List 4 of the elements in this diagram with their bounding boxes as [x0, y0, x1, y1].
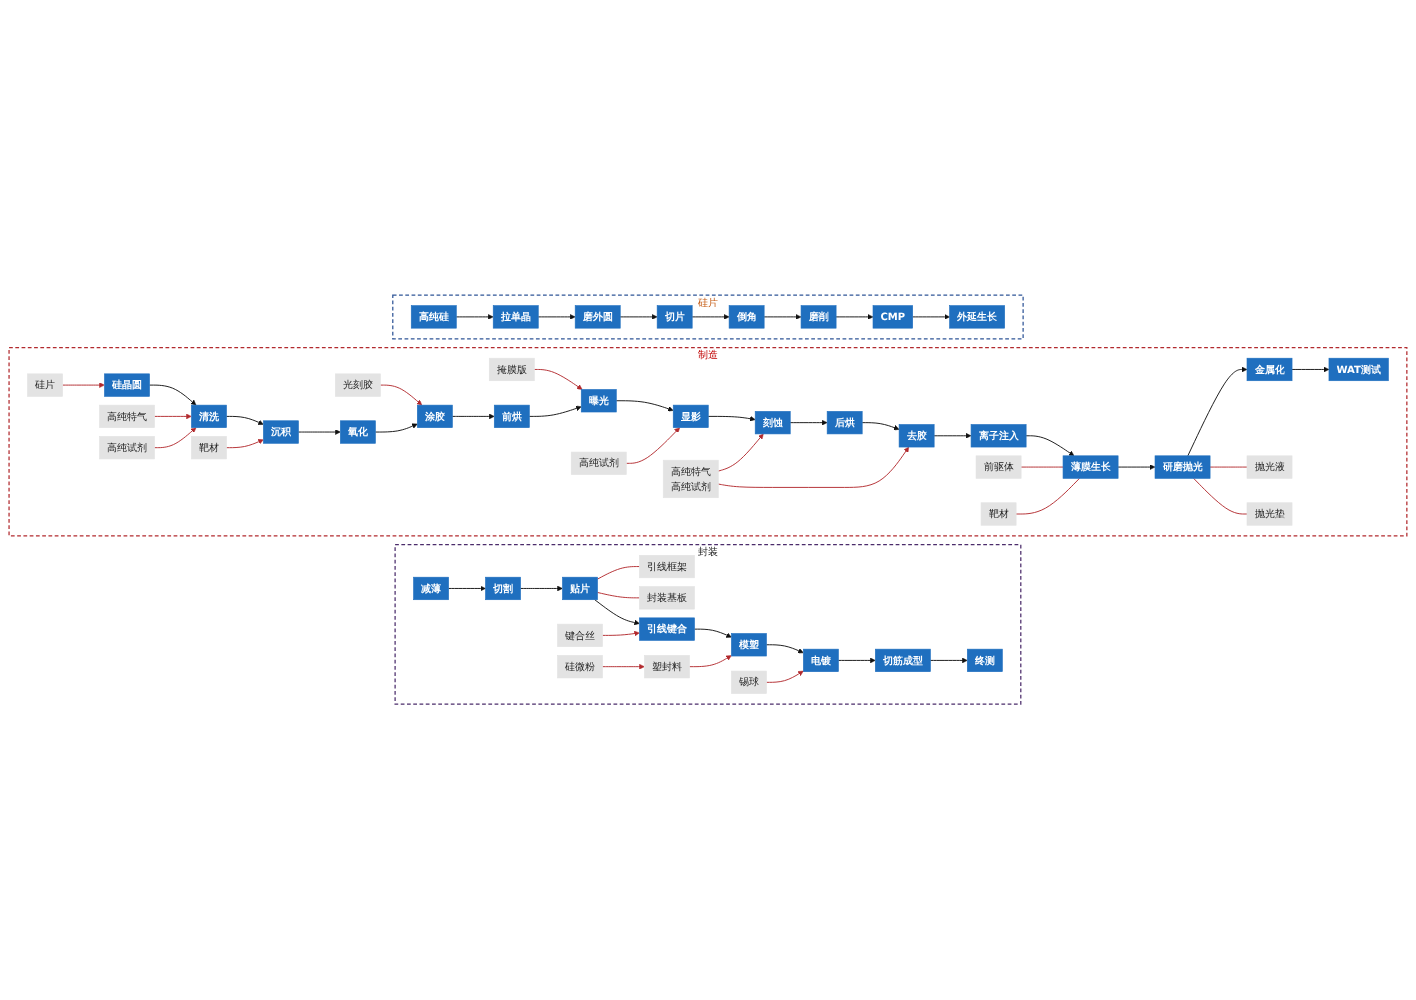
connector — [1193, 478, 1248, 515]
connector — [1015, 478, 1081, 515]
connector — [597, 592, 640, 599]
connector — [597, 566, 640, 580]
